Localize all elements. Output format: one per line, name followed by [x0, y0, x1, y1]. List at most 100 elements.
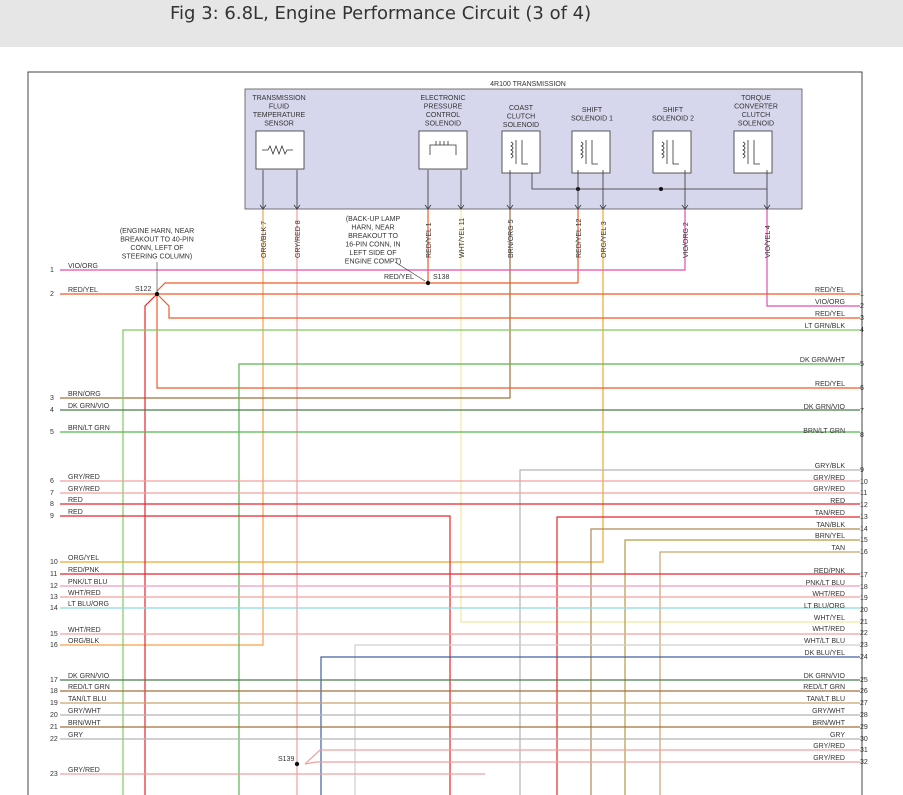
s122-splice [154, 291, 160, 297]
trans-pin-label: ORG/BLK 7 [261, 221, 268, 258]
wire-lt-grn-blk [122, 329, 860, 795]
connector-symbol [763, 204, 771, 210]
right-wire-label: TAN/LT BLU [806, 696, 845, 703]
trans-pin-label: RED/YEL 12 [576, 218, 583, 258]
left-pin-number: 17 [50, 677, 58, 684]
engine-harness-note: BREAKOUT TO 40-PIN [120, 237, 194, 244]
left-wire-label: ORG/BLK [68, 638, 99, 645]
wire-gry-blk [519, 469, 860, 795]
epc-solenoid-label: SOLENOID [425, 121, 461, 128]
left-pin-number: 16 [50, 642, 58, 649]
left-wire-label: RED [68, 509, 83, 516]
right-wire-label: RED/YEL [815, 381, 845, 388]
tft-sensor-label: TRANSMISSION [252, 95, 305, 102]
left-wire-label: BRN/LT GRN [68, 425, 110, 432]
right-wire-label: DK GRN/VIO [804, 673, 846, 680]
right-wire-label: RED/YEL [815, 311, 845, 318]
right-pin-number: 24 [860, 654, 868, 661]
right-wire-label: GRY [830, 732, 845, 739]
right-pin-number: 1 [860, 291, 864, 298]
right-pin-number: 30 [860, 736, 868, 743]
s138-wire-label: RED/YEL [384, 274, 414, 281]
coast-clutch-solenoid-label: COAST [509, 105, 534, 112]
right-wire-label: WHT/YEL [814, 615, 845, 622]
connector-symbol [424, 204, 432, 210]
right-wire-label: BRN/LT GRN [803, 428, 845, 435]
right-wire-label: DK GRN/VIO [804, 404, 846, 411]
left-wire-label: RED/YEL [68, 287, 98, 294]
engine-harness-note: CONN, LEFT OF [130, 245, 183, 252]
bus-junction [659, 187, 663, 191]
wire-wht-lt-blu [354, 644, 860, 795]
left-pin-number: 6 [50, 478, 54, 485]
left-wire-label: RED [68, 497, 83, 504]
trans-pin-label: VIO/YEL 4 [765, 225, 772, 258]
connector-symbol [681, 204, 689, 210]
wire-red-yel-s138 [156, 282, 428, 292]
right-pin-number: 2 [860, 303, 864, 310]
left-pin-number: 4 [50, 407, 54, 414]
left-wire-label: RED/LT GRN [68, 684, 110, 691]
tcc-coil-symbol [742, 140, 760, 165]
right-pin-number: 19 [860, 595, 868, 602]
left-wire-label: LT BLU/ORG [68, 601, 109, 608]
right-wire-label: WHT/RED [812, 591, 845, 598]
coast-clutch-solenoid-label: SOLENOID [503, 122, 539, 129]
trans-pin-label: VIO/ORG 2 [683, 222, 690, 258]
right-pin-number: 9 [860, 467, 864, 474]
left-wire-label: ORG/YEL [68, 555, 99, 562]
right-wire-label: LT BLU/ORG [804, 603, 845, 610]
left-wire-label: DK GRN/VIO [68, 673, 110, 680]
right-pin-number: 27 [860, 700, 868, 707]
right-pin-number: 13 [860, 514, 868, 521]
wire-dk-grn-wht [238, 363, 860, 795]
left-wire-label: PNK/LT BLU [68, 579, 107, 586]
shift-solenoid-2-label: SOLENOID 2 [652, 116, 694, 123]
left-pin-number: 3 [50, 395, 54, 402]
right-pin-number: 14 [860, 526, 868, 533]
left-wire-label: GRY/RED [68, 767, 100, 774]
left-pin-number: 2 [50, 291, 54, 298]
title-bar: Fig 3: 6.8L, Engine Performance Circuit … [0, 0, 903, 47]
left-wire-label: GRY/WHT [68, 708, 102, 715]
right-pin-number: 6 [860, 385, 864, 392]
right-pin-number: 26 [860, 688, 868, 695]
coast-clutch-solenoid-label: CLUTCH [507, 114, 535, 121]
connector-symbol [293, 204, 301, 210]
left-wire-label: TAN/LT BLU [68, 696, 107, 703]
diagram-frame [27, 71, 863, 795]
tcc-solenoid-label: CONVERTER [734, 104, 778, 111]
left-wire-label: WHT/RED [68, 627, 101, 634]
right-pin-number: 16 [860, 549, 868, 556]
note-leader [394, 261, 426, 282]
backup-lamp-note: LEFT SIDE OF [350, 250, 397, 257]
shift-solenoid-1-label: SOLENOID 1 [571, 116, 613, 123]
left-pin-number: 19 [50, 700, 58, 707]
right-pin-number: 18 [860, 584, 868, 591]
right-pin-number: 17 [860, 572, 868, 579]
right-wire-label: TAN/BLK [816, 522, 845, 529]
engine-harness-note: STEERING COLUMN) [122, 254, 192, 261]
tft-sensor-label: SENSOR [264, 121, 294, 128]
left-pin-number: 5 [50, 429, 54, 436]
wire-tan-red [556, 516, 860, 795]
transmission-label: 4R100 TRANSMISSION [490, 81, 566, 88]
left-pin-number: 18 [50, 688, 58, 695]
wire-org-blk [60, 209, 264, 646]
connector-symbol [506, 204, 514, 210]
connector-symbol [599, 204, 607, 210]
left-pin-number: 20 [50, 712, 58, 719]
backup-lamp-note: ENGINE COMPT) [345, 259, 401, 266]
coast-clutch-coil-symbol [510, 140, 528, 165]
coast-clutch-solenoid-box [501, 130, 541, 174]
right-wire-label: WHT/RED [812, 626, 845, 633]
engine-harness-note: (ENGINE HARN, NEAR [120, 228, 194, 235]
left-wire-label: GRY/RED [68, 486, 100, 493]
left-wire-label: BRN/ORG [68, 391, 101, 398]
wire-red-9 [60, 515, 451, 795]
left-pin-number: 23 [50, 771, 58, 778]
wire-gry-red-32 [304, 761, 860, 765]
wire-gry-red-31 [304, 749, 860, 765]
left-wire-label: GRY/RED [68, 474, 100, 481]
